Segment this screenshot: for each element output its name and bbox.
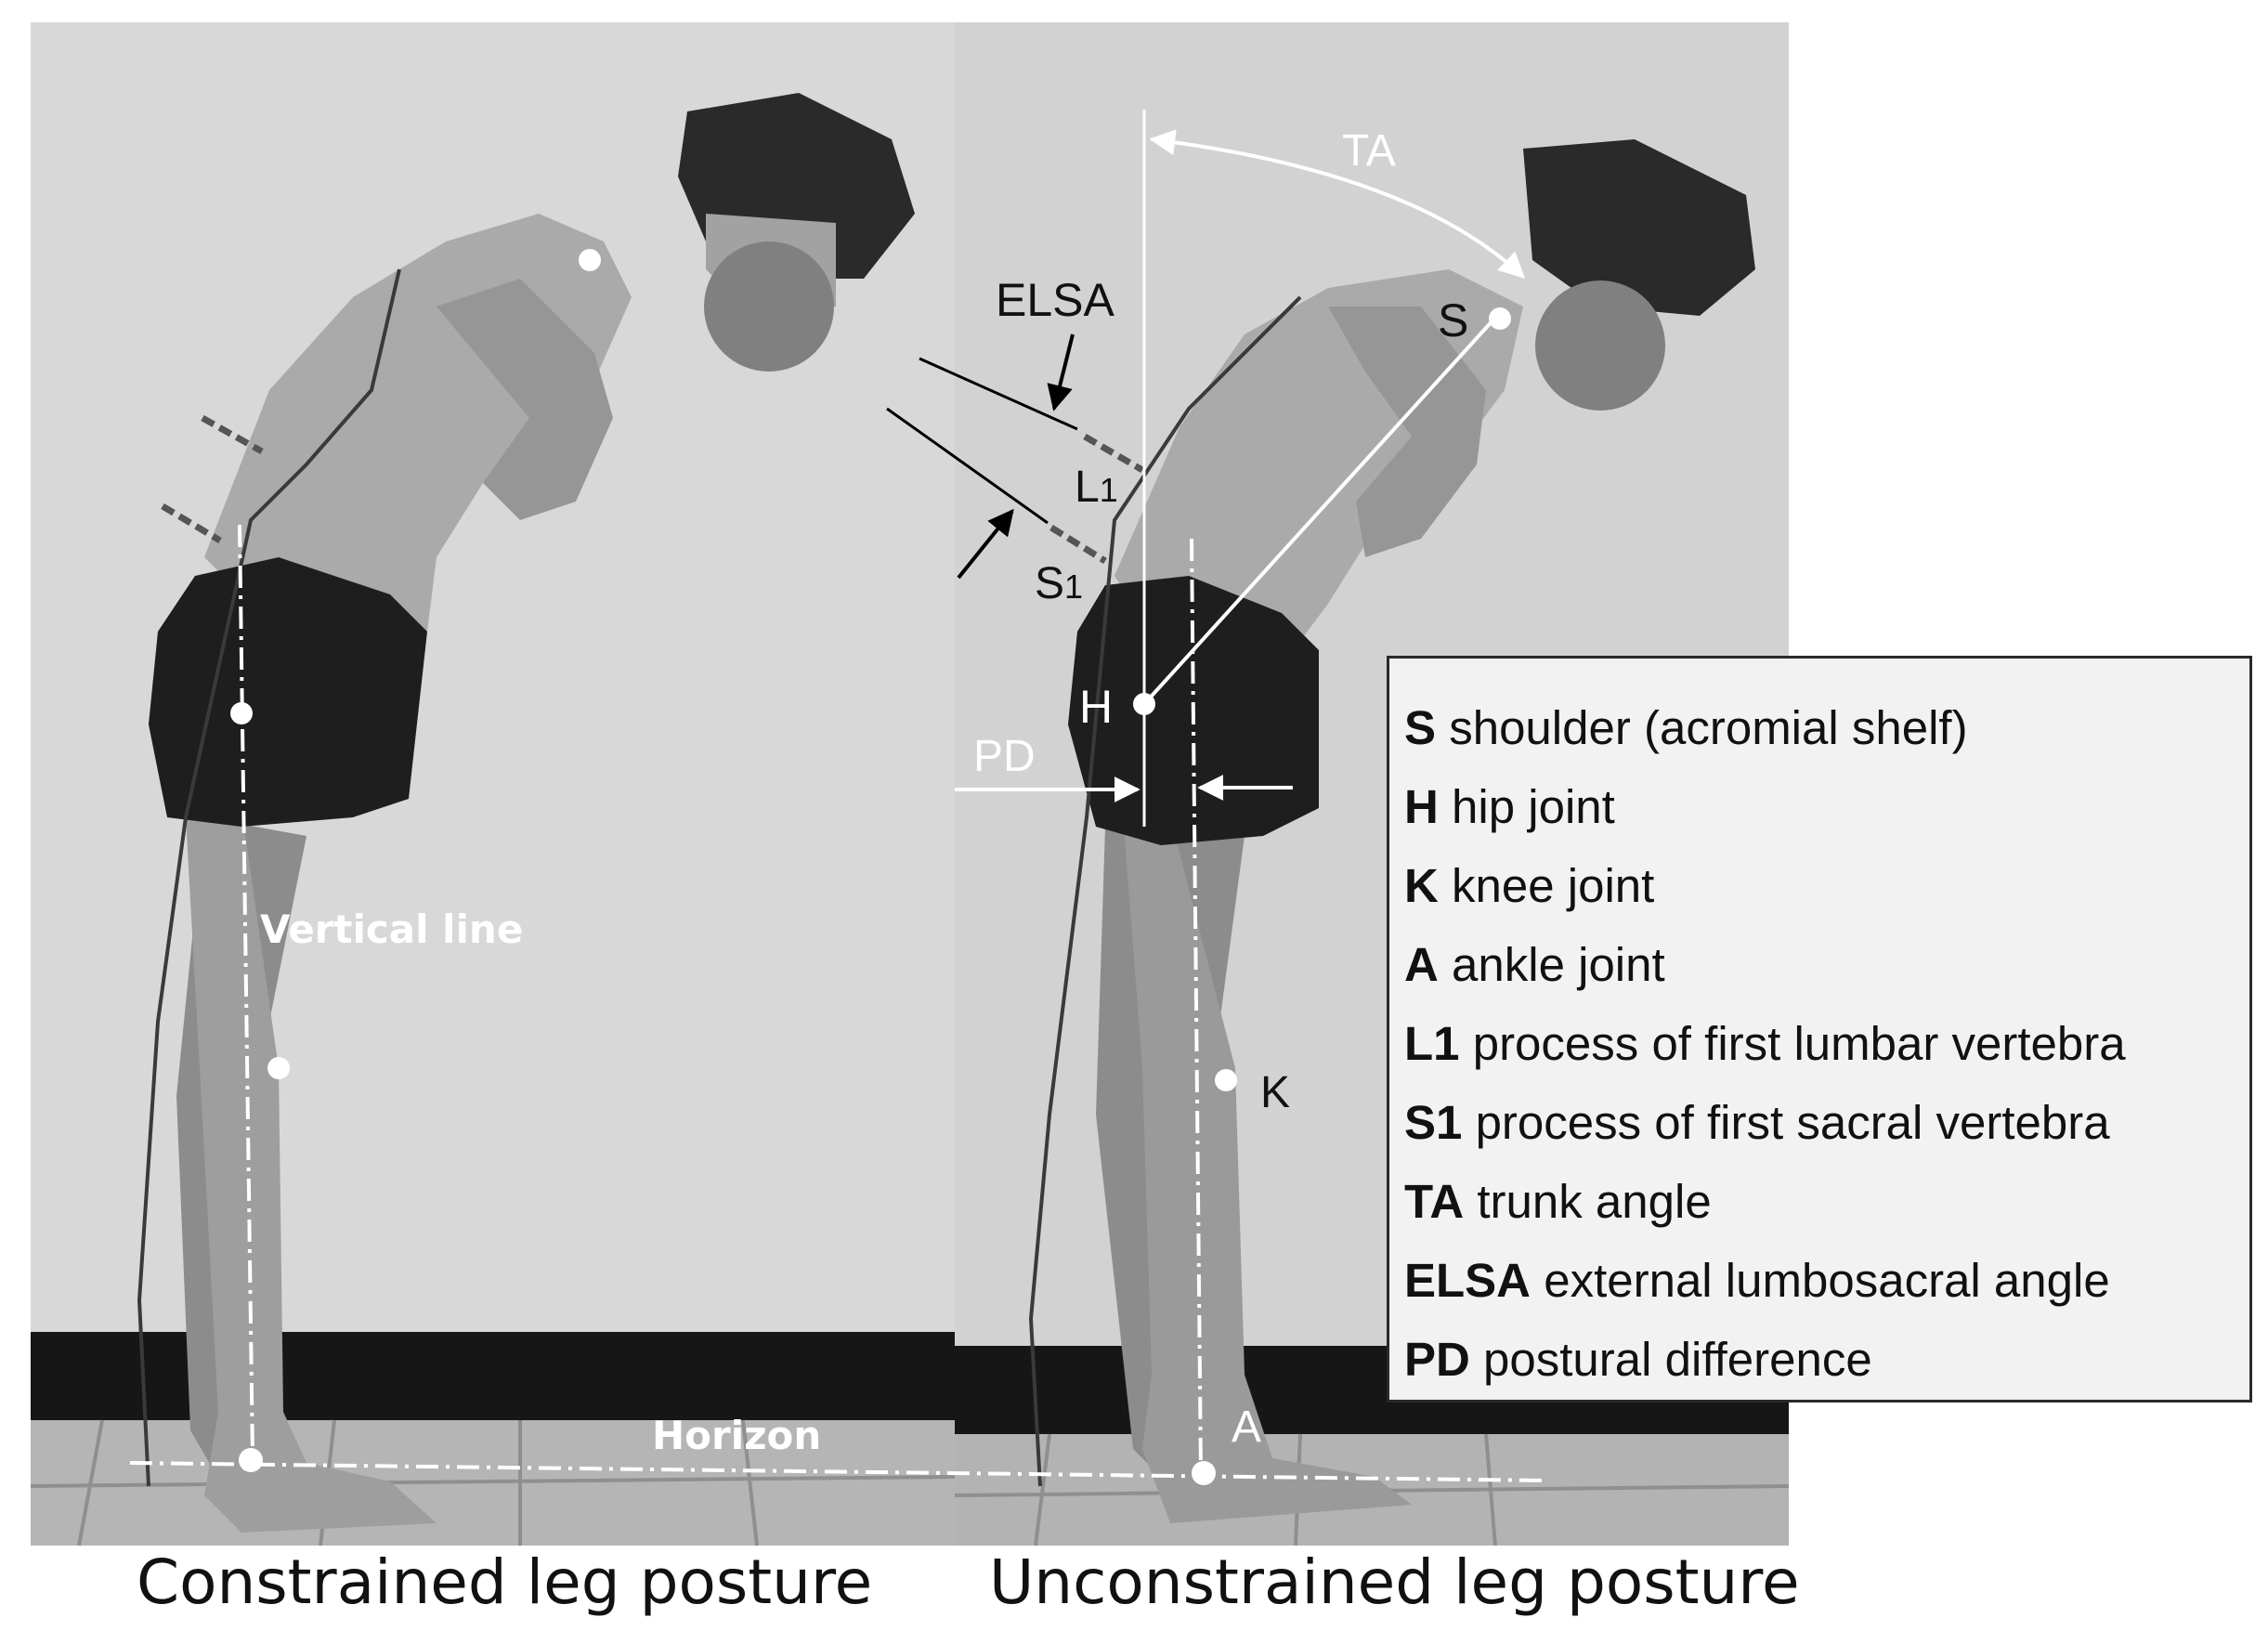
legend-box: S shoulder (acromial shelf) H hip joint … [1387, 656, 2252, 1403]
vertical-line-label: Vertical line [260, 907, 523, 952]
legend-item: S shoulder (acromial shelf) [1404, 696, 2249, 775]
shoulder-marker-right [1489, 307, 1511, 330]
elsa-arrow-bottom [957, 508, 1014, 580]
k-label: K [1260, 1068, 1290, 1117]
legend-key: K [1404, 859, 1439, 912]
horizon-line [129, 1461, 1547, 1482]
elsa-line-l1 [919, 357, 1078, 431]
front-leg-left [186, 808, 437, 1533]
legend-item: A ankle joint [1404, 933, 2249, 1011]
legend-key: S1 [1404, 1096, 1463, 1149]
legend-key: ELSA [1404, 1254, 1532, 1307]
s1-label: S1 [1035, 559, 1083, 608]
photo-constrained: Vertical line [30, 22, 956, 1546]
caption-unconstrained: Unconstrained leg posture [989, 1546, 1800, 1618]
legend-key: S [1404, 701, 1437, 754]
legend-key: TA [1404, 1175, 1465, 1228]
h-label: H [1079, 681, 1113, 733]
elsa-arrow-top [1047, 333, 1075, 411]
s1-dash-left [161, 502, 222, 544]
legend-key: H [1404, 780, 1439, 833]
pd-label: PD [973, 732, 1036, 781]
vertical-line-left [238, 524, 254, 1459]
legend-key: PD [1404, 1333, 1470, 1386]
l1-label: L1 [1075, 463, 1118, 512]
baseboard-left [31, 1332, 955, 1420]
electrode-wires-right [1028, 295, 1302, 1487]
legend-item: H hip joint [1404, 775, 2249, 854]
knee-marker-left [267, 1057, 290, 1079]
face-mask-left [704, 241, 834, 372]
legend-item: ELSA external lumbosacral angle [1404, 1248, 2249, 1327]
ta-label: TA [1342, 126, 1396, 176]
elsa-line-s1 [886, 407, 1049, 525]
s-label: S [1438, 294, 1468, 346]
legend-text: shoulder (acromial shelf) [1449, 701, 1968, 754]
legend-item: K knee joint [1404, 854, 2249, 933]
legend-key: A [1404, 938, 1439, 991]
hip-marker-right [1133, 693, 1155, 715]
legend-item: S1 process of first sacral vertebra [1404, 1090, 2249, 1169]
legend-item: PD postural difference [1404, 1327, 2249, 1406]
legend-text: knee joint [1452, 859, 1655, 912]
legend-text: process of first sacral vertebra [1475, 1096, 2110, 1149]
vertical-line-right [1190, 538, 1203, 1474]
ankle-marker-left [239, 1448, 263, 1472]
a-label: A [1232, 1403, 1261, 1452]
l1-dash-left [201, 414, 264, 455]
legend-text: process of first lumbar vertebra [1472, 1017, 2126, 1070]
legend-text: postural difference [1483, 1333, 1872, 1386]
legend-text: ankle joint [1452, 938, 1665, 991]
l1-dash-right [1083, 433, 1144, 474]
elsa-label: ELSA [996, 274, 1115, 326]
person-constrained [149, 93, 915, 1533]
hair-right [1523, 139, 1755, 316]
legend-text: trunk angle [1477, 1175, 1712, 1228]
legend-item: L1 process of first lumbar vertebra [1404, 1011, 2249, 1090]
face-mask-right [1535, 281, 1665, 411]
electrode-wires-left [137, 268, 401, 1487]
shoulder-marker-left [579, 249, 601, 271]
arm-left [437, 279, 613, 520]
horizon-label: Horizon [652, 1413, 821, 1458]
s1-dash-right [1049, 525, 1107, 564]
legend-text: hip joint [1452, 780, 1615, 833]
trunk-line [1142, 316, 1497, 706]
caption-constrained: Constrained leg posture [137, 1546, 873, 1618]
knee-marker-right [1215, 1069, 1237, 1091]
hip-marker-left [230, 702, 253, 724]
ankle-marker-right [1192, 1461, 1216, 1485]
legend-text: external lumbosacral angle [1544, 1254, 2110, 1307]
legend-key: L1 [1404, 1017, 1460, 1070]
ta-arc [1149, 129, 1526, 279]
person-unconstrained [1068, 139, 1755, 1523]
legend-item: TA trunk angle [1404, 1169, 2249, 1248]
shorts-left [149, 557, 427, 827]
